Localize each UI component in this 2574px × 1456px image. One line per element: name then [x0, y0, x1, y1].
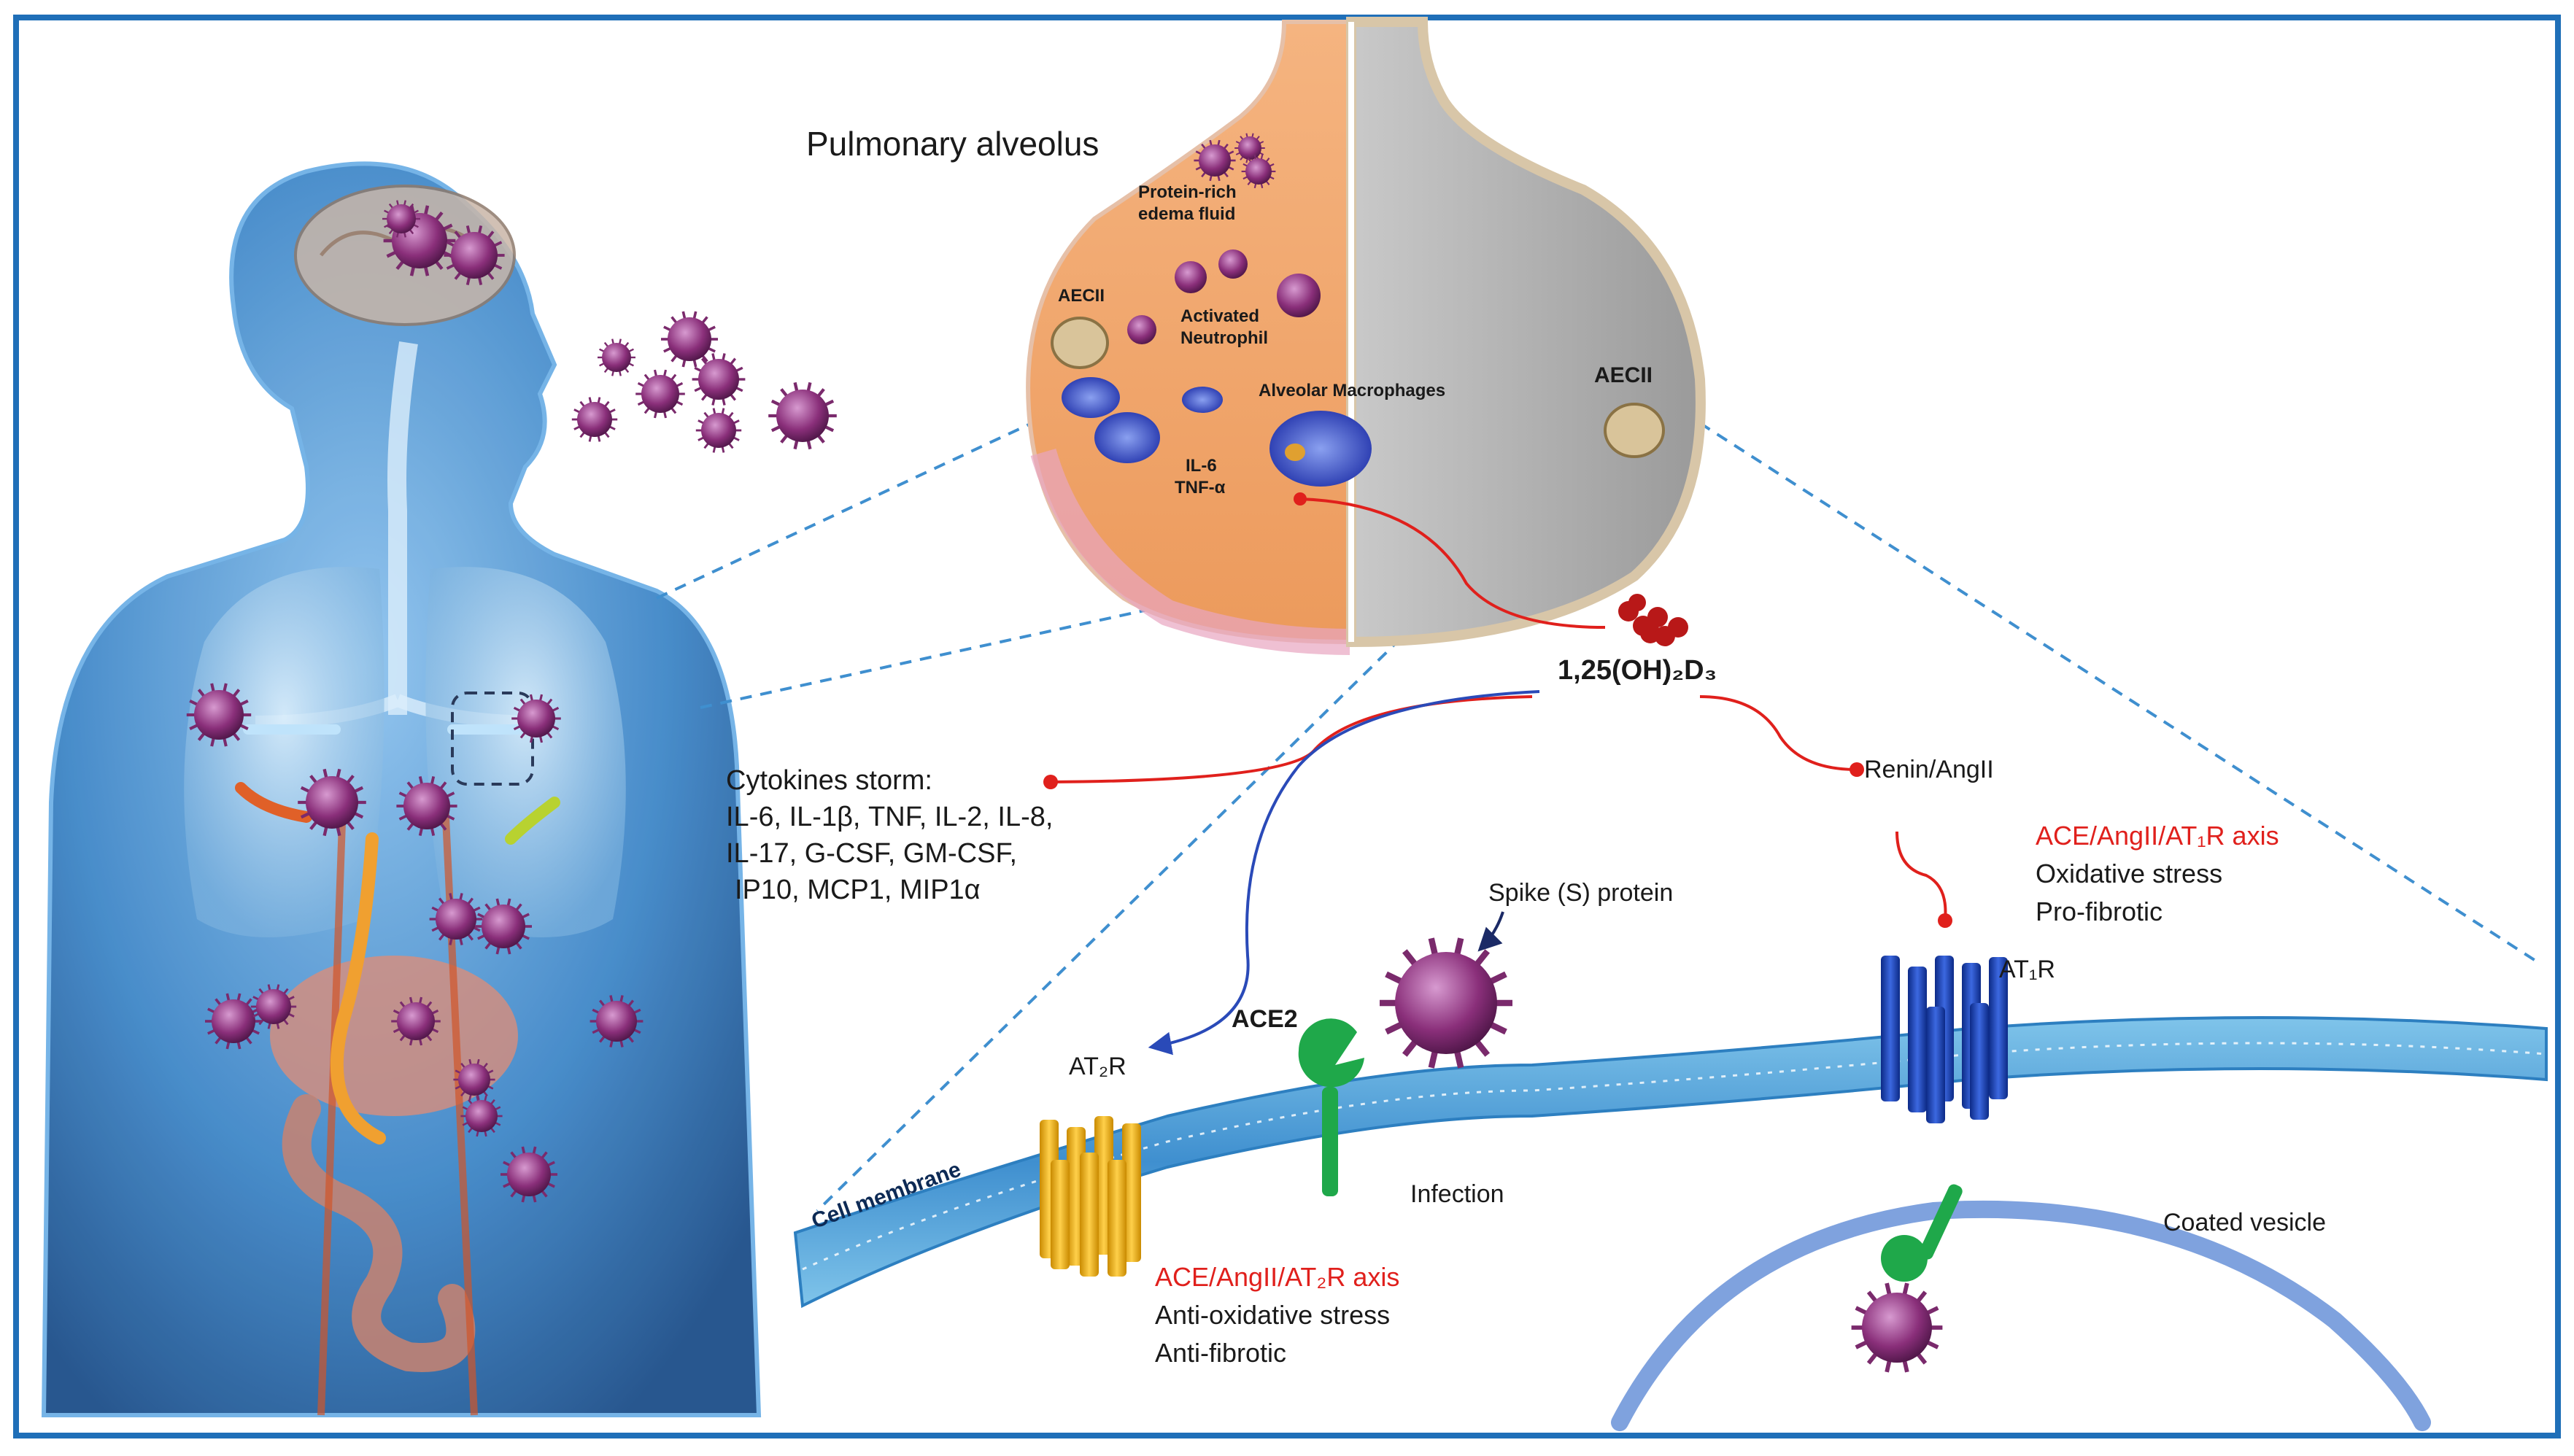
alveolus-title: Pulmonary alveolus — [806, 125, 1099, 163]
macrophage — [1094, 412, 1160, 463]
virus-particle — [1241, 154, 1276, 189]
virus-particle — [205, 993, 262, 1050]
edema-label-1: Protein-rich — [1138, 182, 1237, 202]
spike-arrow — [1477, 911, 1504, 952]
vitamin-d-molecule — [1618, 594, 1688, 646]
spike-label: Spike (S) protein — [1488, 879, 1674, 907]
neutrophil-label-2: Neutrophil — [1180, 328, 1268, 348]
virus-particle — [695, 408, 742, 453]
virus-particles — [186, 133, 1943, 1373]
virus-particle — [661, 311, 718, 368]
il6-to-vitd-line — [1299, 497, 1606, 629]
neutrophil — [1218, 249, 1248, 279]
cytokines-line1: IL-6, IL-1β, TNF, IL-2, IL-8, — [726, 802, 1054, 832]
aecii-cell-left — [1051, 317, 1109, 369]
at1r-axis-line2: Pro-fibrotic — [2036, 897, 2163, 926]
renin-label: Renin/AngII — [1864, 756, 1994, 783]
at2r-label: AT₂R — [1069, 1053, 1126, 1080]
edema-label-2: edema fluid — [1138, 204, 1236, 224]
ace2-label: ACE2 — [1232, 1005, 1298, 1033]
virus-particle — [444, 225, 505, 285]
pathway-lines — [1043, 497, 1952, 1056]
virus-particle — [511, 694, 561, 743]
neutrophil — [1277, 274, 1321, 317]
virus-particle — [475, 898, 532, 955]
virus-particle — [298, 768, 366, 837]
virus-particle — [396, 776, 457, 836]
at1r-axis-block: ACE/AngII/AT₁R axis Oxidative stress Pro… — [2036, 817, 2279, 931]
neutrophil — [1175, 261, 1207, 293]
virus-particle — [1380, 937, 1512, 1069]
virus-particle — [571, 397, 618, 442]
right-lung — [425, 567, 626, 937]
virus-particle — [500, 1146, 557, 1203]
at1r-axis-title: ACE/AngII/AT₁R axis — [2036, 821, 2279, 851]
zoom-lines — [656, 392, 2540, 1212]
alveolus — [1026, 17, 1706, 655]
ace2-receptor — [1298, 1018, 1364, 1196]
vitd-label: 1,25(OH)₂D₃ — [1558, 655, 1717, 686]
at1r-receptor — [1881, 956, 2008, 1123]
renin-to-at1r-line — [1895, 831, 1947, 920]
vitd-to-renin-line — [1699, 695, 1858, 771]
cytokines-title: Cytokines storm: — [726, 765, 932, 796]
neutrophil — [1127, 315, 1156, 344]
virus-particle — [382, 200, 420, 238]
virus-particle — [635, 369, 685, 419]
figure-frame — [13, 15, 2561, 1438]
infection-label: Infection — [1410, 1180, 1504, 1208]
virus-particle — [598, 338, 635, 376]
virus-particle — [453, 1058, 495, 1101]
macrophage-label: Alveolar Macrophages — [1259, 381, 1446, 400]
virus-particle — [460, 1095, 503, 1137]
virus-particle — [429, 893, 483, 945]
ace2-internalized — [1881, 1184, 1963, 1282]
cytokines-line3: IP10, MCP1, MIP1α — [735, 875, 981, 905]
il6-label: IL-6 — [1186, 456, 1217, 476]
virus-particle — [768, 382, 837, 450]
virus-particle — [692, 353, 746, 406]
cytokines-block: Cytokines storm: IL-6, IL-1β, TNF, IL-2,… — [726, 762, 1053, 908]
virus-particle — [391, 996, 441, 1046]
macrophage — [1062, 377, 1120, 418]
left-lung — [184, 567, 384, 937]
virus-particle — [1234, 133, 1265, 163]
tnf-label: TNF-α — [1175, 478, 1226, 497]
at2r-axis-line2: Anti-fibrotic — [1155, 1338, 1287, 1368]
neutrophil-label-1: Activated — [1180, 306, 1260, 326]
at2r-receptor — [1040, 1116, 1141, 1277]
vitd-to-cytokines-line — [1050, 695, 1533, 783]
virus-particle — [186, 683, 252, 747]
human-body — [41, 161, 762, 1417]
vitd-to-at2r-line — [1148, 690, 1540, 1056]
virus-particle — [590, 995, 644, 1048]
vesicle-label: Coated vesicle — [2163, 1209, 2327, 1236]
cytokines-line2: IL-17, G-CSF, GM-CSF, — [726, 838, 1018, 869]
virus-particle — [250, 984, 297, 1029]
macrophage — [1269, 411, 1372, 487]
lung-zoom-box — [451, 692, 534, 786]
at1r-axis-line1: Oxidative stress — [2036, 859, 2223, 888]
at2r-axis-title: ACE/AngII/AT₂R axis — [1155, 1262, 1400, 1292]
at2r-axis-line1: Anti-oxidative stress — [1155, 1300, 1391, 1330]
aecii-left-label: AECII — [1058, 286, 1105, 306]
aecii-cell-right — [1604, 403, 1665, 458]
at2r-axis-block: ACE/AngII/AT₂R axis Anti-oxidative stres… — [1155, 1258, 1399, 1372]
aecii-right-label: AECII — [1594, 363, 1653, 387]
virus-particle — [1851, 1282, 1943, 1373]
alveolus-air-half — [1346, 17, 1706, 648]
virus-particle — [1194, 139, 1236, 182]
macrophage — [1182, 387, 1223, 413]
at1r-label: AT₁R — [1999, 956, 2055, 983]
coated-vesicle — [1611, 1200, 2431, 1431]
